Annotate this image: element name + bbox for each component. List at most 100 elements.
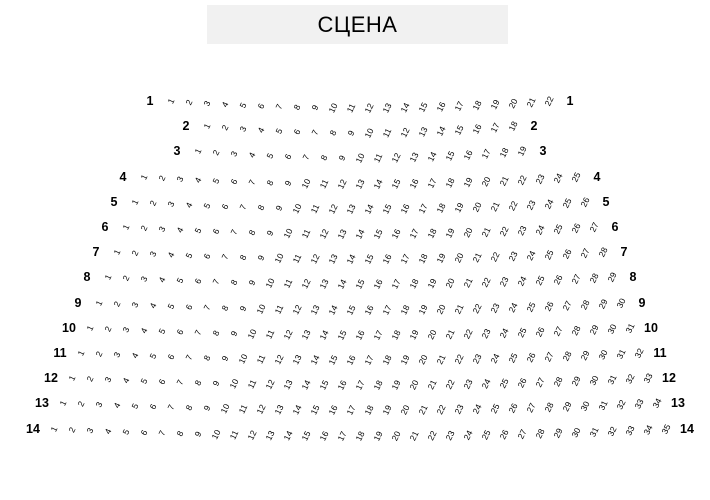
- seat[interactable]: 34: [641, 422, 655, 436]
- seat[interactable]: 1: [102, 273, 114, 282]
- seat[interactable]: 30: [569, 425, 583, 439]
- seat[interactable]: 3: [201, 99, 213, 108]
- seat[interactable]: 3: [237, 124, 249, 134]
- seat[interactable]: 31: [605, 373, 619, 387]
- seat[interactable]: 2: [147, 198, 159, 208]
- seat[interactable]: 13: [380, 101, 394, 115]
- seat[interactable]: 20: [389, 429, 403, 442]
- seat[interactable]: 14: [326, 303, 340, 316]
- seat[interactable]: 9: [273, 203, 285, 213]
- seat[interactable]: 22: [542, 94, 556, 108]
- seat[interactable]: 1: [201, 121, 213, 131]
- seat[interactable]: 18: [416, 252, 430, 266]
- seat[interactable]: 21: [461, 276, 475, 290]
- seat[interactable]: 14: [335, 277, 349, 291]
- seat[interactable]: 23: [470, 352, 484, 366]
- seat[interactable]: 4: [147, 300, 159, 310]
- seat[interactable]: 9: [336, 153, 348, 163]
- seat[interactable]: 15: [353, 277, 367, 291]
- seat[interactable]: 5: [129, 402, 141, 411]
- seat[interactable]: 6: [174, 327, 186, 337]
- seat[interactable]: 5: [264, 151, 276, 161]
- seat[interactable]: 13: [416, 125, 430, 139]
- seat[interactable]: 13: [299, 328, 313, 341]
- seat[interactable]: 7: [309, 128, 321, 137]
- seat[interactable]: 6: [228, 176, 240, 186]
- seat[interactable]: 9: [219, 354, 231, 363]
- seat[interactable]: 2: [66, 425, 78, 434]
- seat[interactable]: 18: [443, 175, 457, 189]
- seat[interactable]: 7: [237, 202, 249, 212]
- seat[interactable]: 23: [452, 403, 466, 417]
- seat[interactable]: 12: [299, 277, 313, 291]
- seat[interactable]: 23: [497, 275, 511, 289]
- seat[interactable]: 2: [129, 248, 141, 258]
- seat[interactable]: 12: [254, 403, 268, 417]
- seat[interactable]: 1: [129, 197, 141, 207]
- seat[interactable]: 3: [156, 224, 168, 234]
- seat[interactable]: 14: [434, 124, 448, 138]
- seat[interactable]: 22: [470, 301, 484, 315]
- seat[interactable]: 7: [156, 428, 168, 438]
- seat[interactable]: 8: [291, 102, 303, 112]
- seat[interactable]: 28: [542, 401, 556, 415]
- seat[interactable]: 17: [371, 328, 385, 342]
- seat[interactable]: 18: [371, 378, 385, 392]
- seat[interactable]: 21: [479, 225, 493, 239]
- seat[interactable]: 16: [371, 277, 385, 291]
- seat[interactable]: 25: [551, 222, 565, 236]
- seat[interactable]: 21: [470, 251, 484, 265]
- seat[interactable]: 30: [596, 348, 610, 362]
- seat[interactable]: 25: [488, 402, 502, 416]
- seat[interactable]: 6: [291, 127, 303, 137]
- seat[interactable]: 12: [290, 302, 304, 316]
- seat[interactable]: 26: [569, 221, 583, 235]
- seat[interactable]: 24: [479, 377, 493, 391]
- seat[interactable]: 17: [344, 403, 358, 417]
- seat[interactable]: 20: [398, 403, 412, 417]
- seat[interactable]: 5: [273, 126, 285, 136]
- seat[interactable]: 7: [192, 327, 204, 337]
- seat[interactable]: 5: [174, 276, 186, 286]
- seat[interactable]: 14: [353, 227, 367, 241]
- seat[interactable]: 22: [479, 276, 493, 290]
- seat[interactable]: 27: [524, 401, 538, 415]
- seat[interactable]: 6: [219, 201, 231, 211]
- seat[interactable]: 26: [578, 195, 592, 209]
- seat[interactable]: 22: [488, 250, 502, 264]
- seat[interactable]: 3: [129, 300, 141, 309]
- seat[interactable]: 27: [560, 298, 574, 312]
- seat[interactable]: 22: [452, 352, 466, 366]
- seat[interactable]: 12: [272, 352, 286, 366]
- seat[interactable]: 31: [596, 399, 610, 413]
- seat[interactable]: 8: [327, 128, 339, 138]
- seat[interactable]: 15: [416, 100, 430, 114]
- seat[interactable]: 13: [281, 378, 295, 392]
- seat[interactable]: 35: [659, 422, 673, 436]
- seat[interactable]: 13: [335, 227, 349, 241]
- seat[interactable]: 16: [389, 227, 403, 241]
- seat[interactable]: 4: [219, 100, 231, 109]
- seat[interactable]: 19: [452, 200, 466, 214]
- seat[interactable]: 5: [183, 251, 195, 261]
- seat[interactable]: 9: [255, 253, 267, 263]
- seat[interactable]: 10: [353, 151, 367, 165]
- seat[interactable]: 2: [138, 223, 150, 233]
- seat[interactable]: 12: [263, 378, 277, 391]
- seat[interactable]: 26: [515, 376, 529, 390]
- seat[interactable]: 4: [165, 250, 177, 260]
- seat[interactable]: 16: [470, 122, 484, 136]
- seat[interactable]: 11: [380, 126, 394, 140]
- seat[interactable]: 25: [506, 351, 520, 365]
- seat[interactable]: 19: [488, 97, 502, 111]
- seat[interactable]: 22: [434, 403, 448, 417]
- seat[interactable]: 12: [335, 177, 349, 191]
- seat[interactable]: 14: [344, 252, 358, 266]
- seat[interactable]: 15: [380, 202, 394, 216]
- seat[interactable]: 32: [632, 346, 646, 360]
- seat[interactable]: 16: [317, 429, 331, 442]
- seat[interactable]: 23: [479, 326, 493, 340]
- seat[interactable]: 30: [578, 399, 592, 413]
- seat[interactable]: 10: [290, 201, 304, 215]
- seat[interactable]: 24: [506, 300, 520, 314]
